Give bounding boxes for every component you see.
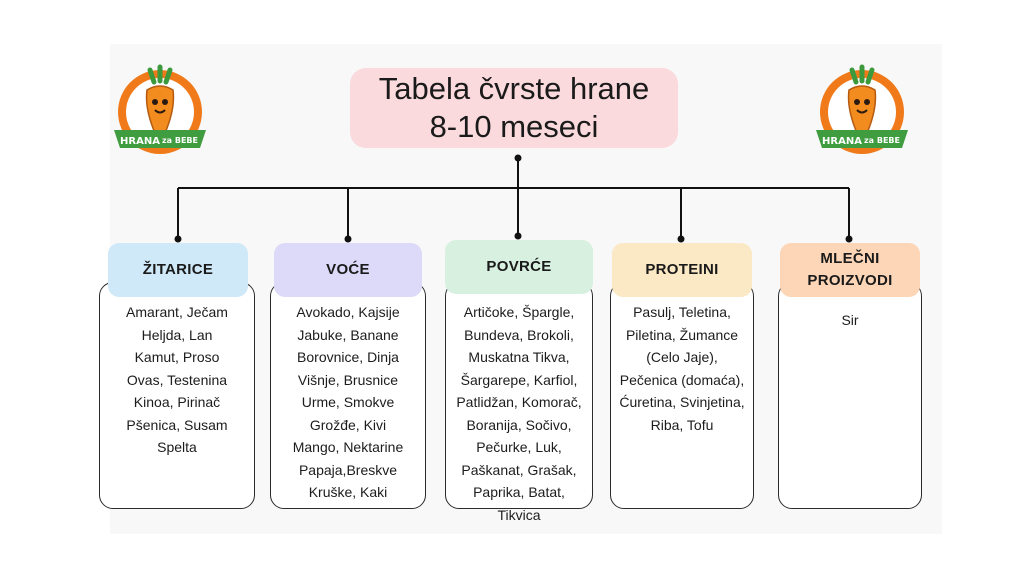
column-title: MLEČNI xyxy=(820,250,880,267)
food-item: Muskatna Tikva, xyxy=(468,349,570,365)
brand-logo-right: HRANA za BEBE xyxy=(812,64,912,164)
connector-dot-zitarice xyxy=(174,235,182,243)
item-list-proteini: Pasulj, Teletina, Piletina, Žumance (Celo … xyxy=(611,301,753,436)
food-item: Bundeva, Brokoli, xyxy=(464,326,574,343)
food-item: Sir xyxy=(841,312,859,328)
column-header-zitarice: ŽITARICE xyxy=(108,243,248,297)
column-header-voce: VOĆE xyxy=(274,243,422,297)
food-item: Ćuretina, Svinjetina, xyxy=(619,394,745,410)
food-item: Patlidžan, Komorač, xyxy=(456,394,582,410)
svg-text:za BEBE: za BEBE xyxy=(162,136,198,145)
column-header-proteini: PROTEINI xyxy=(612,243,752,297)
food-item: Boranija, Sočivo, xyxy=(466,416,572,433)
food-item: Avokado, Kajsije xyxy=(296,304,400,320)
food-item: Papaja,Breskve xyxy=(298,461,398,478)
column-title: PROTEINI xyxy=(645,261,719,278)
food-item: Paprika, Batat, xyxy=(473,484,565,500)
food-item: Heljda, Lan xyxy=(141,326,213,343)
title-box: Tabela čvrste hrane 8-10 meseci xyxy=(350,68,678,148)
column-body-proteini: Pasulj, Teletina, Piletina, Žumance (Celo … xyxy=(610,282,754,509)
food-item: Artičoke, Špargle, xyxy=(463,304,575,320)
food-item: Šargarepe, Karfiol, xyxy=(460,371,578,388)
food-item: Kruške, Kaki xyxy=(308,484,388,500)
food-item: Tikvica xyxy=(497,506,541,523)
column-header-mlecni: MLEČNI PROIZVODI xyxy=(780,243,920,297)
food-item: Pšenica, Susam xyxy=(126,416,228,433)
food-item: Amarant, Ječam xyxy=(126,304,228,320)
food-item: Pasulj, Teletina, xyxy=(633,304,731,320)
food-item: Jabuke, Banane xyxy=(297,326,399,343)
column-body-povrce: Artičoke, Špargle, Bundeva, Brokoli, Muska… xyxy=(445,282,593,523)
food-item: Višnje, Brusnice xyxy=(297,371,399,388)
food-item: Mango, Nektarine xyxy=(292,439,404,455)
svg-text:HRANA: HRANA xyxy=(822,136,862,147)
title-stem-dot xyxy=(514,154,522,162)
svg-text:za BEBE: za BEBE xyxy=(864,136,900,145)
title-line-1: Tabela čvrste hrane xyxy=(378,71,650,106)
column-title: ŽITARICE xyxy=(142,261,214,278)
connector-dot-voce xyxy=(344,235,352,243)
food-item: Borovnice, Dinja xyxy=(297,349,399,365)
food-item: (Celo Jaje), xyxy=(646,349,718,365)
svg-text:HRANA: HRANA xyxy=(120,136,160,147)
food-item: Spelta xyxy=(157,439,197,455)
connector-dot-mlecni xyxy=(845,235,853,243)
food-item: Grožđe, Kivi xyxy=(309,416,387,433)
connector-dot-povrce xyxy=(514,232,522,240)
food-item: Pečurke, Luk, xyxy=(476,439,562,455)
column-title: PROIZVODI xyxy=(807,272,893,289)
food-item: Kinoa, Pirinač xyxy=(133,394,221,410)
column-body-mlecni: Sir xyxy=(778,282,922,509)
item-list-mlecni: Sir xyxy=(779,309,921,332)
food-item: Pečenica (domaća), xyxy=(619,371,745,388)
food-item: Kamut, Proso xyxy=(134,349,220,365)
food-item: Paškanat, Grašak, xyxy=(461,461,577,478)
connector-dot-proteini xyxy=(677,235,685,243)
column-header-povrce: POVRĆE xyxy=(445,240,593,294)
item-list-povrce: Artičoke, Špargle, Bundeva, Brokoli, Muska… xyxy=(446,301,592,526)
food-item: Piletina, Žumance xyxy=(625,326,739,343)
food-item: Urme, Smokve xyxy=(301,394,395,410)
column-title: VOĆE xyxy=(326,261,370,278)
food-item: Riba, Tofu xyxy=(650,416,714,433)
food-item: Ovas, Testenina xyxy=(126,371,228,388)
title-line-2: 8-10 meseci xyxy=(429,109,599,144)
column-title: POVRĆE xyxy=(486,258,552,275)
brand-logo-left: HRANA za BEBE xyxy=(110,64,210,164)
